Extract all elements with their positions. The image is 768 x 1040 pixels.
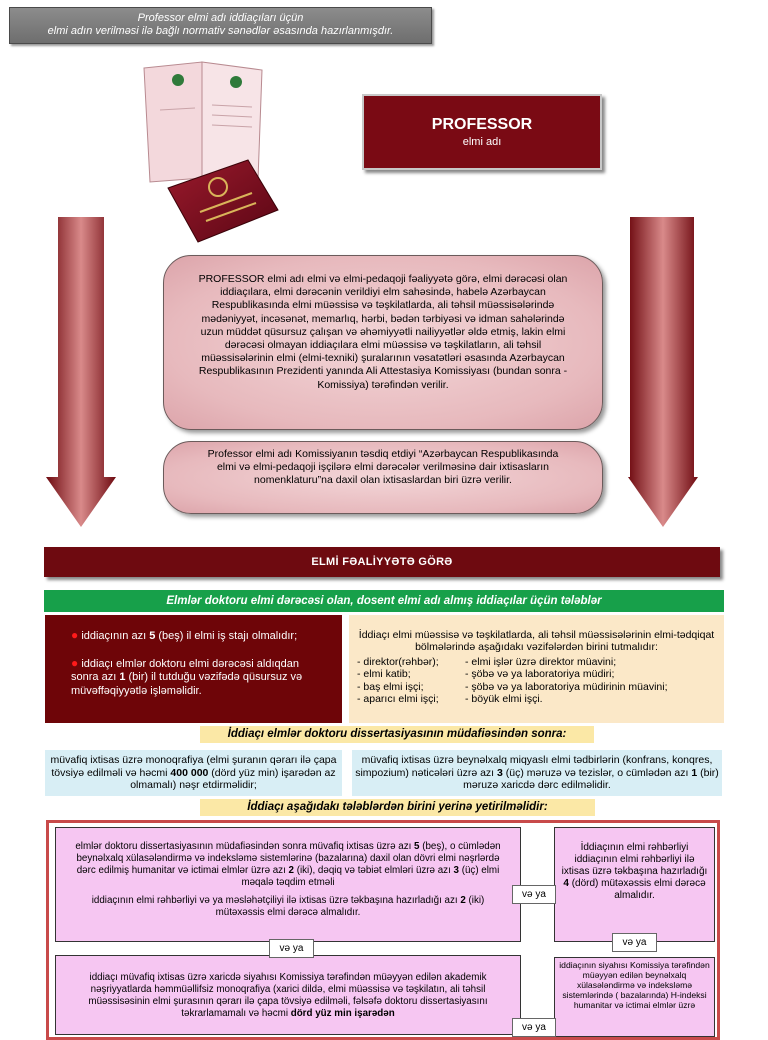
position-item: - şöbə və ya laboratoriya müdirinin müav… — [465, 680, 668, 693]
monograph-text: müvafiq ixtisas üzrə monoqrafiya (elmi ş… — [50, 754, 337, 779]
requirement-text: (beş) il elmi iş stajı olmalıdır; — [155, 630, 298, 642]
option-supervision-box: İddiaçının elmi rəhbərliyi iddiaçının el… — [554, 827, 715, 942]
or-connector: və ya — [512, 1018, 556, 1037]
position-item: - aparıcı elmi işçi; — [357, 693, 439, 706]
requirements-heading: Elmlər doktoru elmi dərəcəsi olan, dosen… — [44, 590, 724, 612]
supervision-text: İddiaçının elmi rəhbərliyi iddiaçının el… — [561, 842, 708, 877]
position-item: - böyük elmi işçi. — [465, 693, 543, 706]
requirement-text: iddiaçının azı — [81, 630, 150, 642]
section-bar: ELMİ FƏALİYYƏTƏ GÖRƏ — [44, 547, 720, 577]
foreign-monograph-text: iddiaçı müvafiq ixtisas üzrə xaricdə siy… — [88, 972, 488, 1019]
requirement-number: 1 — [119, 671, 126, 683]
red-bullet-icon: ● — [71, 628, 79, 642]
nomenclature-box: Professor elmi adı Komissiyanın təsdiq e… — [163, 441, 603, 514]
or-connector: və ya — [512, 885, 556, 904]
certificate-illustration — [140, 60, 280, 245]
monograph-text: (dörd yüz min) işarədən az olmamalı) nəş… — [130, 766, 336, 792]
requirements-box: ● iddiaçının azı 5 (beş) il elmi iş staj… — [45, 615, 342, 723]
right-down-arrow — [628, 217, 698, 527]
option-supervision-text: iddiaçının elmi rəhbərliyi və ya məsləhə… — [91, 895, 485, 918]
positions-intro: İddiaçı elmi müəssisə və təşkilatlarda, … — [358, 629, 715, 654]
position-item: - direktor(rəhbər); — [357, 655, 439, 668]
professor-subtitle: elmi adı — [462, 136, 502, 148]
position-item: - elmi katib; — [357, 668, 411, 681]
supervision-number: 4 — [563, 878, 569, 889]
definition-text: PROFESSOR elmi adı elmi və elmi-pedaqoji… — [198, 273, 568, 391]
requirement-text: iddiaçı elmlər doktoru elmi dərəcəsi ald… — [71, 657, 299, 684]
monograph-number: 400 000 — [170, 766, 209, 779]
red-bullet-icon: ● — [71, 655, 79, 670]
option-articles-box: elmlər doktoru dissertasiyasının müdafiə… — [55, 827, 521, 942]
nomenclature-text: Professor elmi adı Komissiyanın təsdiq e… — [207, 448, 559, 487]
supervision-text: (dörd) mütəxəssis elmi dərəcə almalıdır. — [568, 878, 706, 901]
one-of-heading: İddiaçı aşağıdakı tələblərdən birini yer… — [200, 799, 595, 816]
certificate-image — [143, 61, 279, 243]
conference-text: (bir) məruzə xaricdə dərc edilməlidir. — [463, 766, 719, 792]
foreign-monograph-bold: dörd yüz min işarədən — [290, 1008, 395, 1019]
position-item: - şöbə və ya laboratoriya müdiri; — [465, 668, 615, 681]
or-connector: və ya — [269, 939, 314, 958]
conference-number: 1 — [691, 766, 698, 779]
conference-number: 3 — [497, 766, 503, 779]
professor-title-box: PROFESSOR elmi adı — [362, 94, 602, 170]
requirement-number: 5 — [149, 630, 156, 642]
header-line-1: Professor elmi adı iddiaçıları üçün — [137, 12, 304, 24]
requirement-text: (bir) il tutduğu vəzifədə qüsursuz və mü… — [71, 671, 303, 697]
header-banner: Professor elmi adı iddiaçıları üçün elmi… — [9, 7, 432, 44]
option-monograph-box: iddiaçı müvafiq ixtisas üzrə xaricdə siy… — [55, 955, 521, 1035]
conference-text: (üç) məruzə və tezislər, o cümlədən azı — [502, 766, 692, 779]
header-line-2: elmi adın verilməsi ilə bağlı normativ s… — [47, 25, 394, 37]
h-index-text: iddiaçının siyahısı Komissiya tərəfindən… — [559, 960, 710, 1010]
option-articles-text: elmlər doktoru dissertasiyasının müdafiə… — [75, 841, 501, 888]
definition-box: PROFESSOR elmi adı elmi və elmi-pedaqoji… — [163, 255, 603, 430]
position-item: - baş elmi işçi; — [357, 680, 424, 693]
conference-text: müvafiq ixtisas üzrə beynəlxalq miqyaslı… — [355, 754, 713, 779]
requirement-item: ● iddiaçının azı 5 (beş) il elmi iş staj… — [71, 628, 328, 644]
positions-box: İddiaçı elmi müəssisə və təşkilatlarda, … — [349, 615, 724, 723]
position-item: - elmi işlər üzrə direktor müavini; — [465, 655, 617, 668]
requirement-item: ● iddiaçı elmlər doktoru elmi dərəcəsi a… — [71, 655, 328, 699]
or-connector: və ya — [612, 933, 657, 952]
after-defense-heading: İddiaçı elmlər doktoru dissertasiyasının… — [200, 726, 594, 743]
option-h-index-box: iddiaçının siyahısı Komissiya tərəfindən… — [554, 957, 715, 1037]
left-down-arrow — [46, 217, 116, 527]
conference-requirement: müvafiq ixtisas üzrə beynəlxalq miqyaslı… — [352, 750, 722, 796]
monograph-requirement: müvafiq ixtisas üzrə monoqrafiya (elmi ş… — [45, 750, 342, 796]
professor-title: PROFESSOR — [431, 116, 533, 133]
